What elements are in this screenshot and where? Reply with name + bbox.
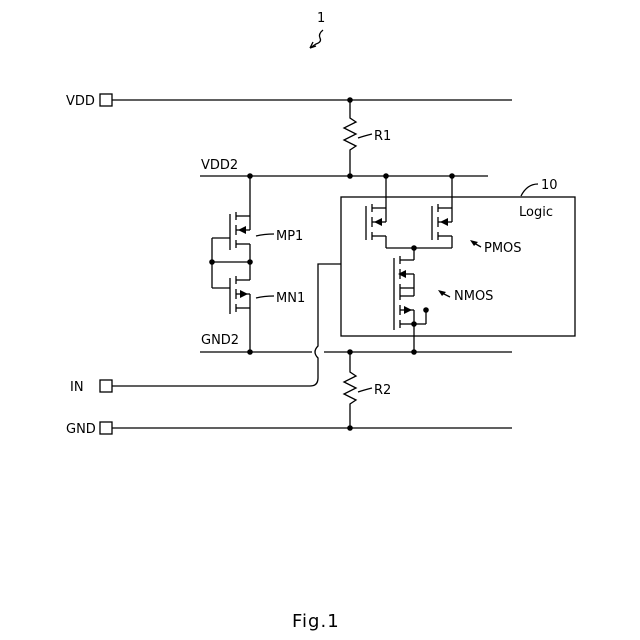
gnd-label: GND	[66, 422, 96, 437]
pmos-pointer-line	[474, 243, 481, 247]
gnd2-junction-nmos	[411, 349, 417, 355]
nmos-upper-transistor	[394, 248, 414, 294]
mp1-label: MP1	[276, 229, 303, 244]
vdd-label: VDD	[66, 94, 95, 109]
gnd2-label: GND2	[201, 333, 239, 348]
in-terminal	[100, 380, 112, 392]
gnd-terminal	[100, 422, 112, 434]
r1-leader	[358, 134, 372, 138]
r2-leader	[358, 388, 372, 392]
r2-label: R2	[374, 383, 391, 398]
nmos-body-junction	[423, 307, 429, 313]
vdd2-junction-r1	[347, 173, 353, 179]
nmos-pointer-line	[442, 293, 450, 297]
r2-resistor	[344, 352, 356, 428]
nmos-label: NMOS	[454, 289, 493, 304]
logic-block-label: Logic	[519, 205, 553, 220]
mp1-leader	[256, 234, 274, 236]
logic-block-ref: 10	[541, 178, 558, 193]
logic-block-leader	[521, 184, 538, 196]
pmos-right-transistor	[432, 176, 452, 248]
pmos-label: PMOS	[484, 241, 522, 256]
r1-label: R1	[374, 129, 391, 144]
mn1-label: MN1	[276, 291, 305, 306]
r1-resistor	[344, 100, 356, 176]
figure-ref-label: 1	[317, 11, 325, 26]
pmos-left-transistor	[366, 176, 386, 248]
in-to-logic-wire	[112, 264, 341, 386]
gnd2-junction-mn1	[247, 349, 253, 355]
mn1-leader	[256, 296, 274, 298]
nmos-lower-transistor	[394, 288, 414, 330]
mp1-transistor	[212, 176, 250, 262]
vdd-terminal	[100, 94, 112, 106]
figure-caption: Fig.1	[292, 611, 340, 632]
vdd2-label: VDD2	[201, 158, 238, 173]
nmos-source-junction	[411, 321, 417, 327]
in-label: IN	[70, 380, 84, 395]
gnd-junction	[347, 425, 353, 431]
